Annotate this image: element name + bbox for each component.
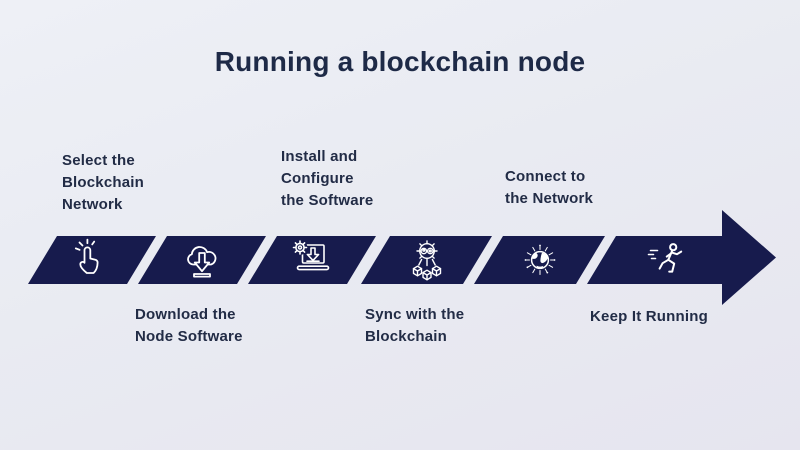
step-1-label-line: Blockchain [62,174,145,191]
gear-blocks-icon [412,240,442,281]
step-4-label: Sync with the Blockchain [365,304,464,348]
step-1-segment [28,236,156,284]
step-3-label-line: Configure [281,170,354,187]
step-5-label: Connect to the Network [505,166,593,210]
step-4-label-line: Blockchain [365,328,448,345]
step-2-label: Download the Node Software [135,304,243,348]
runner-icon [647,243,683,273]
step-5-label-line: the Network [505,190,594,207]
laptop-install-icon [292,240,330,271]
step-3-label-line: the Software [281,192,374,209]
page-title: Running a blockchain node [214,46,586,77]
step-5-segment [474,236,605,284]
step-1-label-line: Select the [62,152,135,169]
step-6-label-line: Keep It Running [590,308,708,325]
click-hand-icon [74,238,99,274]
step-1-label: Select the Blockchain Network [62,150,144,216]
step-6-segment-arrowhead [587,210,776,305]
step-2-label-line: Download the [135,306,236,323]
step-4-label-line: Sync with the [365,306,465,323]
step-1-label-line: Network [62,196,123,213]
step-3-label-line: Install and [281,148,358,165]
step-6-label: Keep It Running [590,306,708,328]
step-2-label-line: Node Software [135,328,243,345]
cloud-download-icon [187,246,217,278]
step-3-label: Install and Configure the Software [281,146,373,212]
globe-network-icon [524,244,556,275]
step-5-label-line: Connect to [505,168,586,185]
